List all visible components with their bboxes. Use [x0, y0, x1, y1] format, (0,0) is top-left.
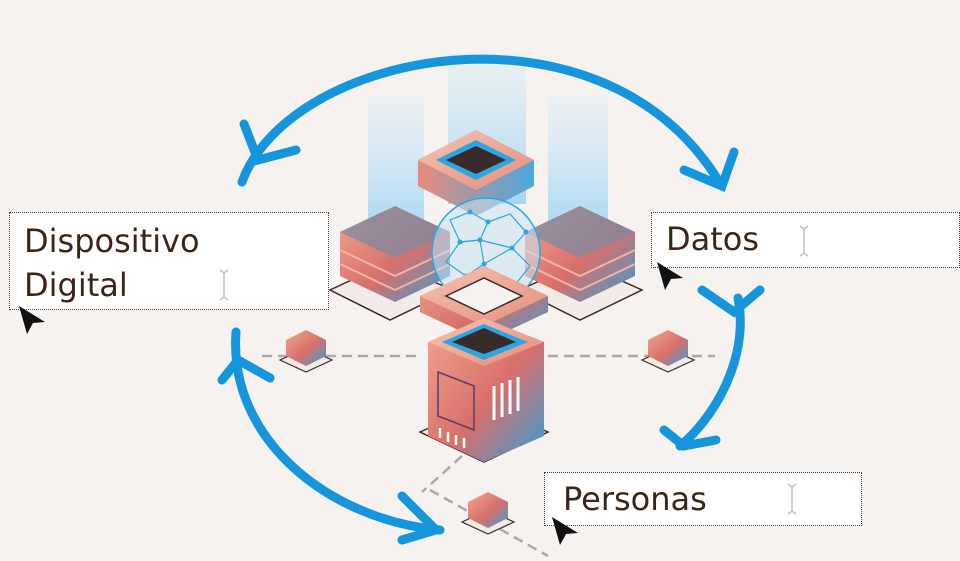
server-tower	[418, 318, 550, 463]
node-left	[278, 330, 334, 373]
server-stack-right	[518, 206, 644, 321]
label-dispositivo-line2: Digital	[24, 266, 128, 304]
label-datos[interactable]: Datos	[651, 212, 960, 268]
mouse-pointer-icon	[552, 517, 578, 545]
label-datos-text: Datos	[666, 220, 760, 258]
node-bottom	[460, 492, 516, 535]
label-personas-text: Personas	[563, 480, 707, 518]
label-dispositivo-digital[interactable]: Dispositivo Digital	[9, 212, 329, 310]
text-cursor-icon	[799, 225, 809, 257]
label-dispositivo-line1: Dispositivo	[24, 222, 200, 260]
server-middle-platform	[420, 266, 548, 342]
cycle-arrow-icon	[217, 54, 765, 545]
server-top-module	[418, 130, 534, 216]
mouse-pointer-icon	[657, 262, 683, 290]
mouse-pointer-icon	[19, 306, 45, 334]
label-personas[interactable]: Personas	[544, 472, 862, 526]
text-cursor-icon	[787, 483, 797, 515]
text-cursor-icon	[219, 269, 229, 301]
node-right	[640, 330, 696, 373]
